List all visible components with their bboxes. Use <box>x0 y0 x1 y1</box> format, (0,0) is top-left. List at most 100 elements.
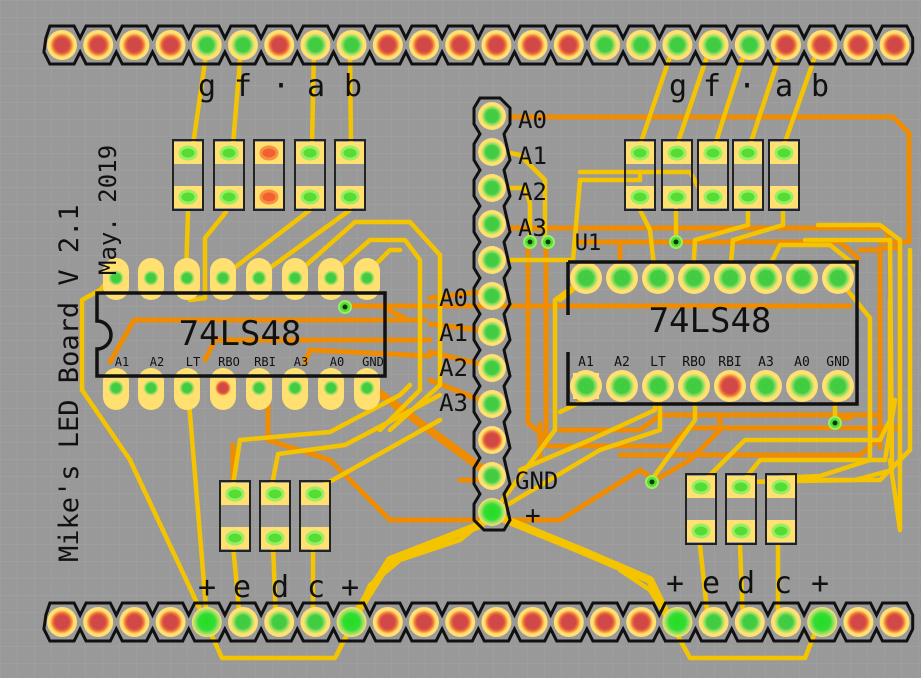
center-pin-label-right: A1 <box>518 142 547 170</box>
center-header-pin <box>478 174 506 202</box>
header-pin-bottom <box>626 607 657 637</box>
chip-pin-bottom <box>213 378 233 398</box>
chip-pin-top <box>786 262 818 294</box>
segment-label: · <box>272 69 290 104</box>
chip-pin-label: A1 <box>578 355 594 370</box>
chip-pin-label: A3 <box>294 355 308 369</box>
chip-pin-bottom <box>249 378 269 398</box>
resistor-pad-center <box>178 145 198 161</box>
chip-pin-label: LT <box>650 355 666 370</box>
segment-label: d <box>271 570 289 605</box>
chip-pin-top <box>570 262 602 294</box>
chip-pin-top <box>249 268 269 288</box>
chip-pin-label: A2 <box>150 355 164 369</box>
segment-label: d <box>737 566 755 601</box>
resistor-outline <box>299 480 331 552</box>
chip-pin-label: LT <box>186 355 200 369</box>
chip-pin-label: GND <box>362 355 384 369</box>
center-header-pin <box>478 354 506 382</box>
header-outlines <box>42 24 915 643</box>
header-pin-bottom <box>47 607 77 637</box>
chip-pin-label: A3 <box>758 355 774 370</box>
header-pin-top <box>807 30 838 60</box>
resistor-pad-center <box>219 189 239 205</box>
segment-label: + <box>666 566 684 601</box>
chip-pin-label: RBO <box>682 355 706 370</box>
chip-pin-bottom <box>321 378 341 398</box>
chip-pin-bottom <box>678 370 710 402</box>
segment-label: + <box>341 570 359 605</box>
header-pin-top <box>336 30 367 60</box>
chip-part-label: 74LS48 <box>179 314 302 354</box>
header-pin-bottom <box>119 607 150 637</box>
resistor-pad-center <box>667 145 687 161</box>
header-pin-top <box>409 30 439 60</box>
resistor-outline <box>725 473 757 545</box>
header-pin-bottom <box>409 607 439 637</box>
chip-pin-top <box>177 268 197 288</box>
resistor-outline <box>213 139 245 211</box>
segment-label: a <box>307 69 325 104</box>
header-pin-bottom <box>481 607 512 637</box>
resistor-outline <box>661 139 693 211</box>
center-pin-label-left: A2 <box>439 354 468 382</box>
header-pin-top <box>300 30 331 60</box>
chip-pin-label: A2 <box>614 355 630 370</box>
chip-pin-top <box>678 262 710 294</box>
chip-pin-top <box>213 268 233 288</box>
resistor-pad-center <box>259 189 279 205</box>
chip-74ls48-right: 74LS48 U1 <box>566 231 859 406</box>
header-pin-top <box>843 30 874 60</box>
header-pin-top <box>734 30 765 60</box>
header-pin-top <box>698 30 729 60</box>
chip-pin-top <box>606 262 638 294</box>
pads <box>47 30 910 637</box>
chip-pin-top <box>141 268 161 288</box>
resistor-pad-center <box>225 486 245 502</box>
segment-label: + <box>811 566 829 601</box>
header-pin-bottom <box>879 607 910 637</box>
center-pin-label-left: A1 <box>439 319 468 347</box>
resistor-pad-center <box>630 145 650 161</box>
center-pin-label-right: A0 <box>518 106 547 134</box>
via-hole <box>673 239 679 245</box>
chip-pin-label: GND <box>826 355 850 370</box>
chip-part-label: 74LS48 <box>649 301 772 341</box>
resistor-pad-center <box>731 523 751 539</box>
segment-label: g <box>669 69 687 104</box>
header-pin-top <box>47 30 77 60</box>
resistor-pad-center <box>340 145 360 161</box>
center-pin-label-right: A2 <box>518 178 547 206</box>
center-header-pin <box>478 210 506 238</box>
resistor-outline <box>732 139 764 211</box>
chip-pin-label: RBO <box>218 355 240 369</box>
segment-label: b <box>811 69 829 104</box>
resistor-outline <box>697 139 729 211</box>
header-pin-bottom <box>698 607 729 637</box>
resistor-pad-center <box>300 145 320 161</box>
chip-pin-label: RBI <box>718 355 741 370</box>
header-pin-bottom <box>155 607 186 637</box>
segment-label: e <box>702 566 720 601</box>
resistor-pad-center <box>178 189 198 205</box>
header-pin-bottom <box>517 607 548 637</box>
header-pin-bottom <box>445 607 476 637</box>
header-pin-bottom <box>228 607 258 637</box>
center-header-pin <box>478 390 506 418</box>
chip-pin-bottom <box>357 378 377 398</box>
resistor-pad-center <box>225 530 245 546</box>
resistor-outline <box>685 473 717 545</box>
header-pin-bottom <box>771 607 801 637</box>
header-pin-top <box>481 30 512 60</box>
header-pin-top <box>83 30 114 60</box>
header-pin-bottom <box>372 607 403 637</box>
header-pin-bottom <box>191 607 222 637</box>
header-pin-top <box>879 30 910 60</box>
resistor-pad-center <box>305 486 325 502</box>
resistor-pad-center <box>703 145 723 161</box>
chip-pin-bottom <box>642 370 674 402</box>
plus-label: + <box>525 501 541 531</box>
resistor-pad-center <box>771 523 791 539</box>
